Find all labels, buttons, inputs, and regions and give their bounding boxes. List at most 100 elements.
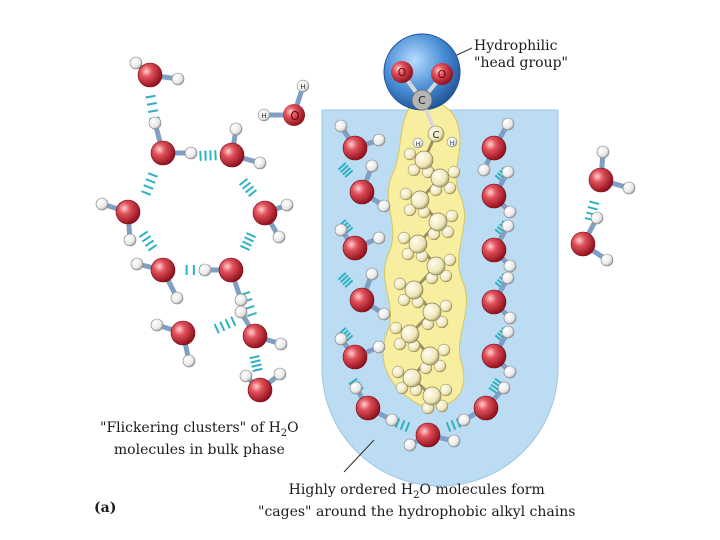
hydrogen-atom (253, 156, 267, 170)
hydrogen-bond (240, 232, 256, 251)
hydrogen-atom (622, 181, 636, 195)
hydrogen-atom (129, 56, 143, 70)
hydrogen-atom (150, 318, 164, 332)
chain-hydrogen-atom (407, 163, 421, 177)
hbond-dash (339, 274, 349, 283)
hydrogen-atom (123, 233, 137, 247)
hbond-dash (147, 172, 158, 178)
hydrogen-atom (590, 211, 604, 225)
chain-carbon-atom (428, 212, 448, 232)
oxygen-atom (391, 61, 413, 83)
hydrogen-atom (446, 136, 458, 148)
hydrogen-bond (238, 177, 258, 198)
oxygen-atom (588, 167, 614, 193)
hydrogen-atom (412, 137, 424, 149)
oxygen-label: O (438, 68, 447, 81)
cages-label-line1: Highly ordered H2O molecules form (258, 482, 575, 504)
chain-hydrogen-atom (393, 337, 407, 351)
water-molecule (234, 305, 288, 351)
water-molecule (150, 318, 196, 368)
oxygen-atom (570, 231, 596, 257)
water-molecule (252, 198, 294, 244)
chain-carbon-atom (408, 234, 428, 254)
oxygen-atom (431, 63, 453, 85)
oxygen-atom (342, 235, 368, 261)
hydrogen-atom (501, 219, 515, 233)
oxygen-atom (137, 62, 163, 88)
water-molecule (334, 223, 386, 261)
water-molecule (403, 422, 461, 452)
oxygen-atom (252, 200, 278, 226)
water-molecule (481, 165, 517, 219)
hbond-dash (250, 359, 261, 364)
chain-hydrogen-atom (397, 231, 411, 245)
oxygen-atom (481, 343, 507, 369)
hydrogen-atom (457, 413, 471, 427)
hbond-dash (252, 367, 263, 372)
chain-hydrogen-atom (443, 181, 457, 195)
cages-text: Highly ordered H (288, 482, 414, 498)
water-molecule (477, 117, 515, 177)
water-molecule (481, 219, 517, 273)
oxygen-atom (481, 289, 507, 315)
hydrogen-atom (239, 369, 253, 383)
hydrogen-atom (403, 438, 417, 452)
hydrogen-bond (199, 150, 217, 161)
oxygen-atom (349, 287, 375, 313)
head-group-label-line2: "head group" (474, 55, 569, 71)
hydrogen-bond (138, 230, 158, 252)
hydrogen-atom (377, 199, 391, 213)
hydrogen-atom (377, 307, 391, 321)
chain-hydrogen-atom (435, 315, 449, 329)
clusters-label-line2: molecules in bulk phase (113, 441, 285, 458)
hbond-dash (342, 167, 352, 176)
oxygen-atom (481, 183, 507, 209)
oxygen-label: O (290, 109, 299, 123)
hydrogen-atom (182, 354, 196, 368)
hydrogen-atom (477, 163, 491, 177)
hydrogen-atom (501, 325, 515, 339)
carbon-atom (427, 125, 445, 143)
hydrogen-atom (501, 165, 515, 179)
hydrogen-atom (497, 381, 511, 395)
chain-hydrogen-atom (445, 209, 459, 223)
chain-hydrogen-atom (389, 321, 403, 335)
hbond-dash (240, 244, 250, 251)
hbond-dash (339, 164, 349, 173)
hbond-dash (344, 169, 354, 178)
water-molecule (219, 122, 267, 170)
hydrogen-bonds (138, 94, 600, 433)
hydrogen-label: H (300, 83, 305, 91)
hbond-dash (490, 383, 500, 392)
hbond-dash (404, 421, 411, 433)
clusters-text: "Flickering clusters" of H (100, 420, 281, 436)
hydrogen-atom (130, 257, 144, 271)
hbond-dash (144, 239, 155, 247)
hbond-dash (242, 240, 252, 247)
hbond-dash (344, 279, 354, 288)
oxygen-atom (342, 344, 368, 370)
chain-hydrogen-atom (439, 299, 453, 313)
hbond-dash (147, 244, 158, 252)
carbon-atom (411, 89, 433, 111)
hydrogen-atom (334, 223, 348, 237)
oxygen-atom (473, 395, 499, 421)
water-molecule (334, 119, 386, 161)
hydrogen-bond (337, 162, 354, 178)
hydrogen-atom (365, 267, 379, 281)
cages-text-end: O molecules form (419, 482, 545, 498)
hbond-dash (146, 102, 157, 106)
hydrogen-atom (596, 145, 610, 159)
hbond-dash (399, 419, 406, 431)
hydrogen-atom (184, 146, 198, 160)
hydrogen-atom (274, 337, 288, 351)
oxygen-atom (218, 257, 244, 283)
hydrogen-atom (171, 72, 185, 86)
water-molecules (95, 56, 636, 452)
hbond-dash (246, 232, 256, 239)
hbond-dash (141, 190, 152, 196)
chain-carbon-atom (414, 150, 434, 170)
chain-hydrogen-atom (399, 187, 413, 201)
oxygen-atom (242, 323, 268, 349)
